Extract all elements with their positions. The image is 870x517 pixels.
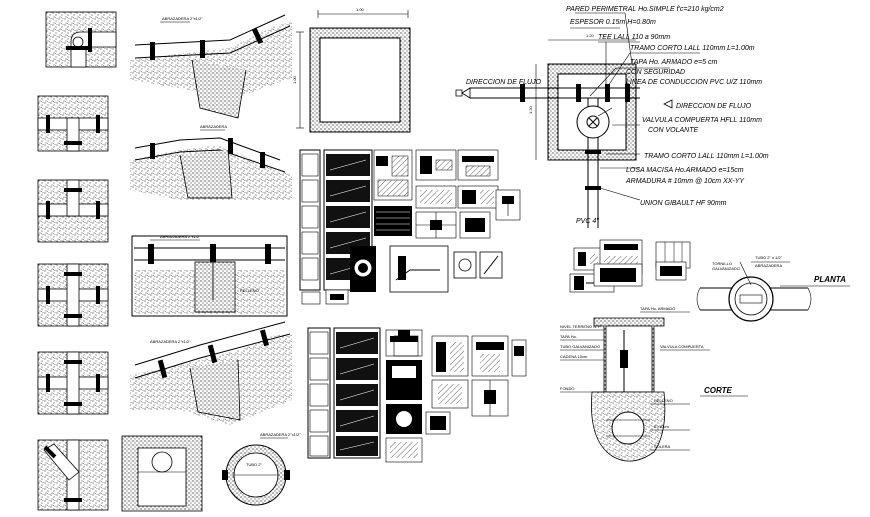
corte-section: NIVEL TERRENO N. F. TAPA Ho. TUBO GALVAN… bbox=[560, 306, 748, 462]
fitting-tile-wye bbox=[37, 439, 109, 511]
svg-text:FONDO: FONDO bbox=[560, 386, 574, 391]
svg-text:E=10cm: E=10cm bbox=[654, 424, 669, 429]
fitting-tile-cross-2 bbox=[37, 351, 109, 415]
valve-label-dir-left: DIRECCION DE FLUJO bbox=[466, 79, 542, 86]
valve-dim-top: 1.20 bbox=[586, 33, 595, 38]
valve-label-seguridad: CON SEGURIDAD bbox=[626, 69, 685, 76]
svg-text:TAPA Ho. ARMADO: TAPA Ho. ARMADO bbox=[640, 306, 675, 311]
svg-text:NIVEL TERRENO N. F.: NIVEL TERRENO N. F. bbox=[560, 324, 601, 329]
svg-text:TUBO 2" x 1/2": TUBO 2" x 1/2" bbox=[755, 255, 783, 260]
svg-text:ABRAZADERA 2"x1/2": ABRAZADERA 2"x1/2" bbox=[260, 432, 301, 437]
planta-label: PLANTA bbox=[814, 275, 846, 284]
corte-label: CORTE bbox=[704, 386, 733, 395]
svg-text:ABRAZADERA: ABRAZADERA bbox=[200, 124, 227, 129]
valve-label-espesor: ESPESOR 0.15m H=0.80m bbox=[570, 19, 656, 26]
fitting-tile-tee-1 bbox=[37, 95, 109, 152]
square-plan: 1.00 1.00 bbox=[292, 7, 411, 133]
valve-label-tapa: TAPA Ho. ARMADO e=5 cm bbox=[630, 59, 717, 66]
svg-text:ABRAZADERA 2"x1/2": ABRAZADERA 2"x1/2" bbox=[160, 234, 201, 239]
svg-text:CADENA 10cm: CADENA 10cm bbox=[560, 354, 588, 359]
detail-grid-lower bbox=[307, 327, 527, 463]
pipe-section-3-detail: ABRAZADERA 2"x1/2" RELLENO bbox=[131, 234, 288, 317]
valve-label-tramo1: TRAMO CORTO LALL 110mm L=1.00m bbox=[630, 45, 755, 52]
pipe-section-2: ABRAZADERA bbox=[130, 124, 292, 200]
valve-label-volante: CON VOLANTE bbox=[648, 127, 699, 134]
plan-height: 1.00 bbox=[292, 75, 297, 84]
fitting-tile-tee-2 bbox=[37, 179, 109, 243]
pipe-section-4: ABRAZADERA 2"x1/2" bbox=[130, 321, 292, 425]
valve-label-linea: LINEA DE CONDUCCION PVC U/Z 110mm bbox=[626, 79, 762, 86]
valve-label-tee: TEE LALL 110 a 90mm bbox=[598, 34, 670, 41]
valve-label-pvc: PVC 4" bbox=[576, 218, 599, 225]
svg-text:TORNILLO: TORNILLO bbox=[712, 261, 732, 266]
fitting-tile-elbow bbox=[45, 11, 117, 68]
svg-text:TUBO 2": TUBO 2" bbox=[246, 462, 262, 467]
svg-text:ABRAZADERA 2"x1/2": ABRAZADERA 2"x1/2" bbox=[150, 339, 191, 344]
fitting-tile-cross-1 bbox=[37, 263, 109, 327]
mid-right-details bbox=[569, 239, 691, 293]
svg-text:ABRAZADERA 2"x1/2": ABRAZADERA 2"x1/2" bbox=[162, 16, 203, 21]
detail-grid-upper bbox=[299, 149, 521, 305]
svg-text:ABRAZADERA: ABRAZADERA bbox=[755, 263, 782, 268]
box-section-bottom bbox=[121, 435, 203, 512]
svg-text:RELLENO: RELLENO bbox=[240, 288, 259, 293]
valve-label-dir-right: DIRECCION DE FLUJO bbox=[676, 103, 752, 110]
pipe-circle-section: TUBO 2" ABRAZADERA 2"x1/2" bbox=[222, 432, 301, 506]
svg-text:SOLERA: SOLERA bbox=[654, 444, 671, 449]
valve-label-armadura: ARMADURA # 10mm @ 10cm XX-YY bbox=[625, 178, 745, 185]
valve-plan: 1.20 1.20 bbox=[455, 6, 769, 228]
valve-dim-side: 1.20 bbox=[528, 105, 533, 114]
valve-label-pared: PARED PERIMETRAL Ho.SIMPLE f'c=210 kg/cm… bbox=[566, 6, 724, 13]
svg-text:TUBO GALVANIZADO: TUBO GALVANIZADO bbox=[560, 344, 600, 349]
svg-text:TAPA Ho.: TAPA Ho. bbox=[560, 334, 577, 339]
valve-label-losa: LOSA MACISA Ho.ARMADO e=15cm bbox=[626, 167, 744, 174]
valve-label-union: UNION GIBAULT HF 90mm bbox=[640, 200, 727, 207]
plan-width: 1.00 bbox=[356, 7, 365, 12]
svg-text:RELLENO: RELLENO bbox=[654, 398, 673, 403]
valve-label-valvula: VALVULA COMPUERTA HFLL 110mm bbox=[642, 117, 762, 124]
valve-label-tramo2: TRAMO CORTO LALL 110mm L=1.00m bbox=[644, 153, 769, 160]
planta-detail: TUBO 2" x 1/2" ABRAZADERA TORNILLO GALVA… bbox=[696, 255, 850, 322]
svg-text:VALVULA COMPUERTA: VALVULA COMPUERTA bbox=[660, 344, 704, 349]
svg-text:GALVANIZADO: GALVANIZADO bbox=[712, 266, 740, 271]
pipe-section-1: ABRAZADERA 2"x1/2" bbox=[130, 14, 292, 119]
